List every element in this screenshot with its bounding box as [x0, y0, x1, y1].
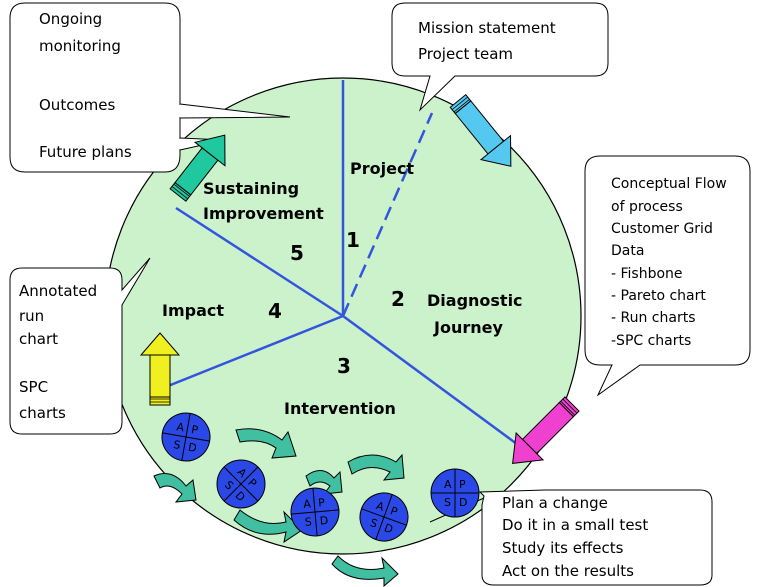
callout-top-left-line: monitoring	[39, 37, 121, 55]
pdsa-study-letter: S	[444, 496, 451, 509]
callout-bottom-right-line: Act on the results	[502, 562, 634, 580]
callout-bottom-right-line: Do it in a small test	[502, 516, 648, 534]
pdsa-do-letter: D	[382, 521, 394, 536]
callout-right-line: of process	[611, 199, 683, 215]
callout-top-left-line: Ongoing	[39, 10, 102, 28]
segment-sustaining-label-1: Sustaining	[203, 179, 299, 198]
pdsa-plan-letter: P	[388, 504, 399, 519]
callout-left: Annotated run chart SPC charts	[9, 257, 151, 435]
callout-top-right-line: Project team	[418, 45, 513, 63]
segment-diagnostic-label-2: Journey	[433, 318, 503, 337]
callout-right-line: -SPC charts	[611, 333, 691, 349]
callout-right-line: Conceptual Flow	[611, 176, 727, 192]
callout-top-right-line: Mission statement	[418, 19, 556, 37]
pencil-arrow-icon	[512, 396, 580, 464]
pdsa-act-letter: A	[374, 499, 386, 514]
divider-intervention-impact	[157, 314, 344, 392]
segment-intervention-label: Intervention	[284, 399, 396, 418]
cycle-arrow-icon	[235, 428, 297, 459]
segment-intervention-number: 3	[337, 354, 351, 378]
callout-right-line: - Fishbone	[611, 266, 683, 282]
pdsa-do-letter: D	[319, 514, 329, 528]
cycle-arrow-icon	[347, 453, 405, 481]
callout-left-line: chart	[19, 330, 58, 348]
cycle-arrow-icon	[233, 509, 303, 544]
cycle-arrow-icon	[331, 555, 399, 587]
callout-left-line: Annotated	[19, 282, 97, 300]
pdsa-do-letter: D	[187, 441, 198, 455]
divider-project-dashed	[341, 112, 434, 317]
callout-right-line: - Run charts	[611, 310, 696, 326]
pencil-arrow-icon	[169, 134, 226, 202]
pdsa-study-letter: S	[368, 516, 379, 531]
pdsa-plan-letter: P	[318, 496, 326, 510]
callout-left-line: charts	[19, 404, 66, 422]
pdsa-study-letter: S	[304, 515, 312, 529]
callout-top-right: Mission statement Project team	[391, 2, 609, 112]
callout-top-left-line: Outcomes	[39, 96, 115, 114]
pdsa-act-letter: A	[303, 497, 312, 511]
callout-bottom-right-line: Study its effects	[502, 539, 624, 557]
divider-impact-sustain	[175, 206, 344, 318]
pdsa-act-letter: A	[176, 420, 186, 434]
segment-project-label: Project	[350, 159, 414, 178]
callout-right-line: Data	[611, 243, 644, 259]
callout-left-line: run	[19, 307, 44, 325]
pdsa-do-letter: D	[459, 496, 467, 509]
segment-diagnostic-number: 2	[391, 287, 405, 311]
pdsa-study-letter: S	[172, 438, 181, 452]
cycle-arrow-icon	[153, 473, 197, 503]
cycle-arrows	[153, 428, 405, 587]
segment-diagnostic-label-1: Diagnostic	[427, 291, 523, 310]
pdsa-plan-letter: P	[190, 423, 199, 437]
callout-top-left-line: Future plans	[39, 143, 132, 161]
callout-right-line: - Pareto chart	[611, 288, 706, 304]
pdsa-plan-letter: P	[459, 478, 466, 491]
divider-diagnostic-intervention	[342, 314, 526, 452]
callout-left-line: SPC	[19, 378, 48, 396]
cycle-arrow-icon	[305, 470, 343, 495]
segment-impact-number: 4	[268, 299, 282, 323]
segment-project-number: 1	[346, 228, 360, 252]
segment-impact-label: Impact	[162, 301, 224, 320]
pdsa-act-letter: A	[444, 478, 452, 491]
segment-sustaining-label-2: Improvement	[203, 204, 324, 223]
segment-sustaining-number: 5	[290, 241, 304, 265]
pencil-arrow-icon	[139, 332, 181, 406]
wheel-dividers	[157, 80, 526, 452]
callout-bottom-right-line: Plan a change	[502, 494, 608, 512]
callout-right-line: Customer Grid	[611, 221, 713, 237]
pencil-arrow-icon	[449, 94, 512, 167]
callout-right: Conceptual Flow of process Customer Grid…	[584, 155, 751, 397]
